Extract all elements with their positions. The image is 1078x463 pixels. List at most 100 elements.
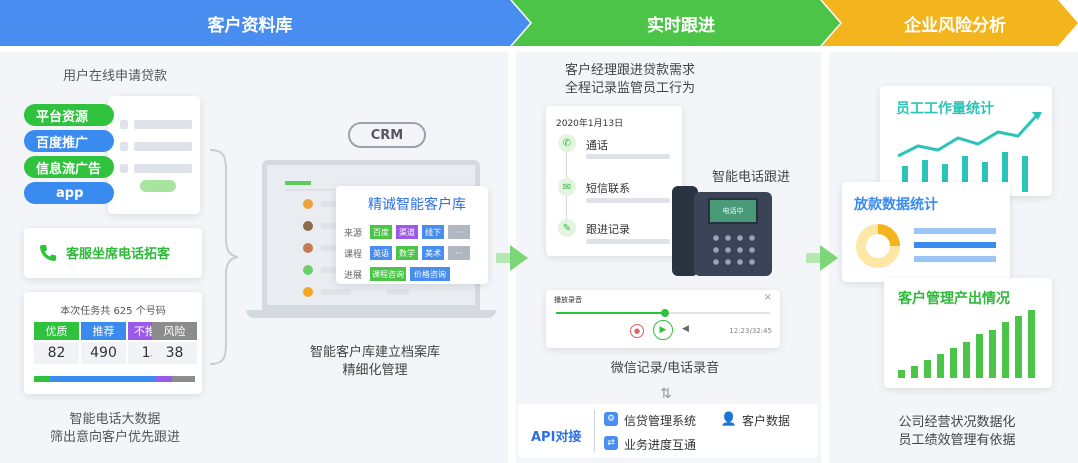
timeline-line [586, 154, 670, 159]
dist-not-recommend [156, 376, 173, 382]
banner-customer-library: 客户资料库 [0, 0, 530, 46]
crm-badge: CRM [348, 122, 426, 148]
chip-course-inquiry: 课程咨询 [370, 267, 406, 281]
chip-baidu: 百度 [370, 225, 392, 239]
archive-caption-1: 智能客户库建立档案库 [309, 345, 440, 360]
player-close-icon[interactable]: × [763, 292, 772, 303]
row-line [321, 267, 343, 273]
form-bullet [120, 142, 128, 151]
timeline-line [586, 239, 670, 244]
channel-pill-platform: 平台资源 [24, 104, 114, 126]
workload-card: 员工工作量统计 [880, 86, 1052, 196]
timeline-card: 2020年1月13日 ✆ 通话 ✉ 短信联系 ✎ 跟进记录 [546, 106, 682, 256]
crm-row-label-progress: 进展 [344, 271, 363, 281]
banner-customer-library-label: 客户资料库 [207, 15, 293, 36]
chip-english: 英语 [370, 246, 392, 260]
timeline-line [586, 198, 670, 203]
banner-risk-analysis-label: 企业风险分析 [904, 15, 1006, 36]
volume-icon[interactable]: ◀ [682, 324, 689, 334]
wechat-record-caption: 微信记录/电话录音 [610, 361, 720, 376]
dist-risk [172, 376, 195, 382]
loan-donut-chart [856, 224, 900, 268]
value-quality: 82 [34, 342, 79, 364]
dist-quality [34, 376, 51, 382]
tag-recommend: 推荐 [81, 322, 126, 340]
sync-arrows-icon: ⇅ [660, 386, 672, 402]
task-title: 本次任务共 625 个号码 [60, 306, 166, 317]
edit-icon: ✎ [558, 219, 576, 237]
sync-icon: ⇄ [604, 436, 618, 450]
row-line [321, 289, 351, 295]
manager-caption-2: 全程记录监管员工行为 [564, 81, 695, 96]
row-line [387, 289, 409, 295]
chip-more: ··· [448, 246, 470, 260]
screen-accent [285, 181, 311, 185]
flow-arrow-icon [806, 245, 838, 271]
crm-row-label-course: 课程 [344, 250, 363, 260]
channel-form-card [108, 96, 200, 214]
form-bullet [120, 164, 128, 173]
loan-bar [914, 242, 996, 248]
avatar [303, 243, 313, 253]
hotline-card: 客服坐席电话拓客 [24, 228, 202, 278]
output-bar-chart [898, 310, 1035, 378]
player-progress [556, 312, 664, 314]
form-bullet [120, 120, 128, 129]
form-line [134, 142, 192, 151]
player-handle[interactable] [661, 309, 669, 317]
loan-stats-title: 放款数据统计 [854, 197, 938, 213]
player-time: 12:23/32:45 [729, 327, 772, 335]
workload-title: 员工工作量统计 [896, 101, 994, 117]
chip-channel: 渠道 [396, 225, 418, 239]
avatar [303, 221, 313, 231]
api-divider [594, 410, 595, 452]
row-line [321, 201, 343, 207]
big-data-caption-1: 智能电话大数据 [69, 412, 161, 427]
call-icon: ✆ [558, 134, 576, 152]
api-label: API对接 [531, 430, 582, 445]
laptop-base [246, 310, 496, 318]
crm-card-title: 精诚智能客户库 [368, 197, 466, 213]
dist-recommend [50, 376, 157, 382]
task-distribution-bar [34, 376, 195, 382]
avatar [303, 287, 313, 297]
api-item-progress-sync: 业务进度互通 [624, 438, 697, 452]
hotline-label: 客服坐席电话拓客 [66, 247, 171, 262]
player-title: 播放录音 [554, 296, 582, 304]
form-line [134, 164, 192, 173]
chip-math: 数学 [396, 246, 418, 260]
api-item-credit-system: 信贷管理系统 [624, 414, 697, 428]
phone-icon [40, 245, 56, 261]
api-item-customer-data: 客户数据 [742, 414, 791, 428]
api-box: API对接 ⚙ 信贷管理系统 👤 客户数据 ⇄ 业务进度互通 [518, 404, 818, 458]
chip-price-inquiry: 价格咨询 [410, 267, 450, 281]
phone-screen: 电话中 [708, 198, 758, 224]
manager-caption-1: 客户经理跟进贷款需求 [564, 63, 695, 78]
crm-card: 精诚智能客户库 来源 百度 渠道 线下 ··· 课程 英语 数学 美术 ··· … [336, 186, 488, 284]
timeline-date: 2020年1月13日 [556, 119, 624, 129]
form-line [134, 120, 192, 129]
smart-phone-label: 智能电话跟进 [712, 170, 791, 185]
loan-stats-card: 放款数据统计 [842, 182, 1010, 282]
channel-pill-feed: 信息流广告 [24, 156, 114, 178]
loan-bar [914, 256, 996, 262]
chip-offline: 线下 [422, 225, 444, 239]
output-title: 客户管理产出情况 [898, 291, 1010, 307]
keypad [710, 232, 758, 268]
group-brace [209, 149, 239, 365]
desk-phone-icon: 电话中 [672, 186, 772, 276]
row-line [321, 245, 343, 251]
tag-quality: 优质 [34, 322, 79, 340]
timeline-item-call: 通话 [586, 139, 608, 152]
avatar [303, 265, 313, 275]
record-icon[interactable]: ● [630, 324, 644, 338]
play-icon[interactable]: ▶ [653, 320, 673, 340]
risk-caption-2: 员工绩效管理有依据 [898, 433, 1016, 448]
timeline-item-sms: 短信联系 [586, 182, 630, 195]
value-recommend: 490 [81, 342, 126, 364]
timeline-item-record: 跟进记录 [586, 223, 630, 236]
online-apply-title: 用户在线申请贷款 [62, 69, 167, 84]
chip-art: 美术 [422, 246, 444, 260]
row-line [321, 223, 343, 229]
flow-arrow-icon [496, 245, 528, 271]
